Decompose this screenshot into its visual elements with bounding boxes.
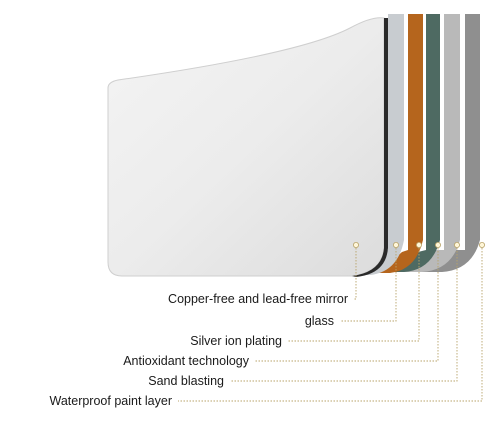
front-mirror-panel (107, 17, 388, 277)
leader-line (340, 245, 397, 322)
leader-dot (478, 241, 485, 248)
layer-antioxidant (386, 14, 440, 272)
layer-silver-ion (378, 14, 423, 273)
layer-label: Sand blasting (148, 374, 224, 388)
layer-label: glass (304, 314, 334, 328)
leader-dot (415, 241, 422, 248)
leader-dot (434, 241, 441, 248)
leader-line (354, 245, 357, 300)
leader-line (288, 245, 420, 342)
layer-label: Antioxidant technology (123, 354, 249, 368)
leader-dot (453, 241, 460, 248)
layer-glass (366, 14, 404, 275)
leader-lines (178, 241, 485, 402)
layer-label: Silver ion plating (190, 334, 282, 348)
layer-label: Copper-free and lead-free mirror (168, 292, 348, 306)
leader-line (230, 245, 458, 382)
layer-sand-blasting (392, 14, 460, 272)
layer-label: Waterproof paint layer (49, 394, 172, 408)
layer-waterproof-paint (400, 14, 480, 272)
leader-line (178, 245, 483, 402)
leader-line (255, 245, 439, 362)
leader-dot (352, 241, 359, 248)
leader-dot (392, 241, 399, 248)
